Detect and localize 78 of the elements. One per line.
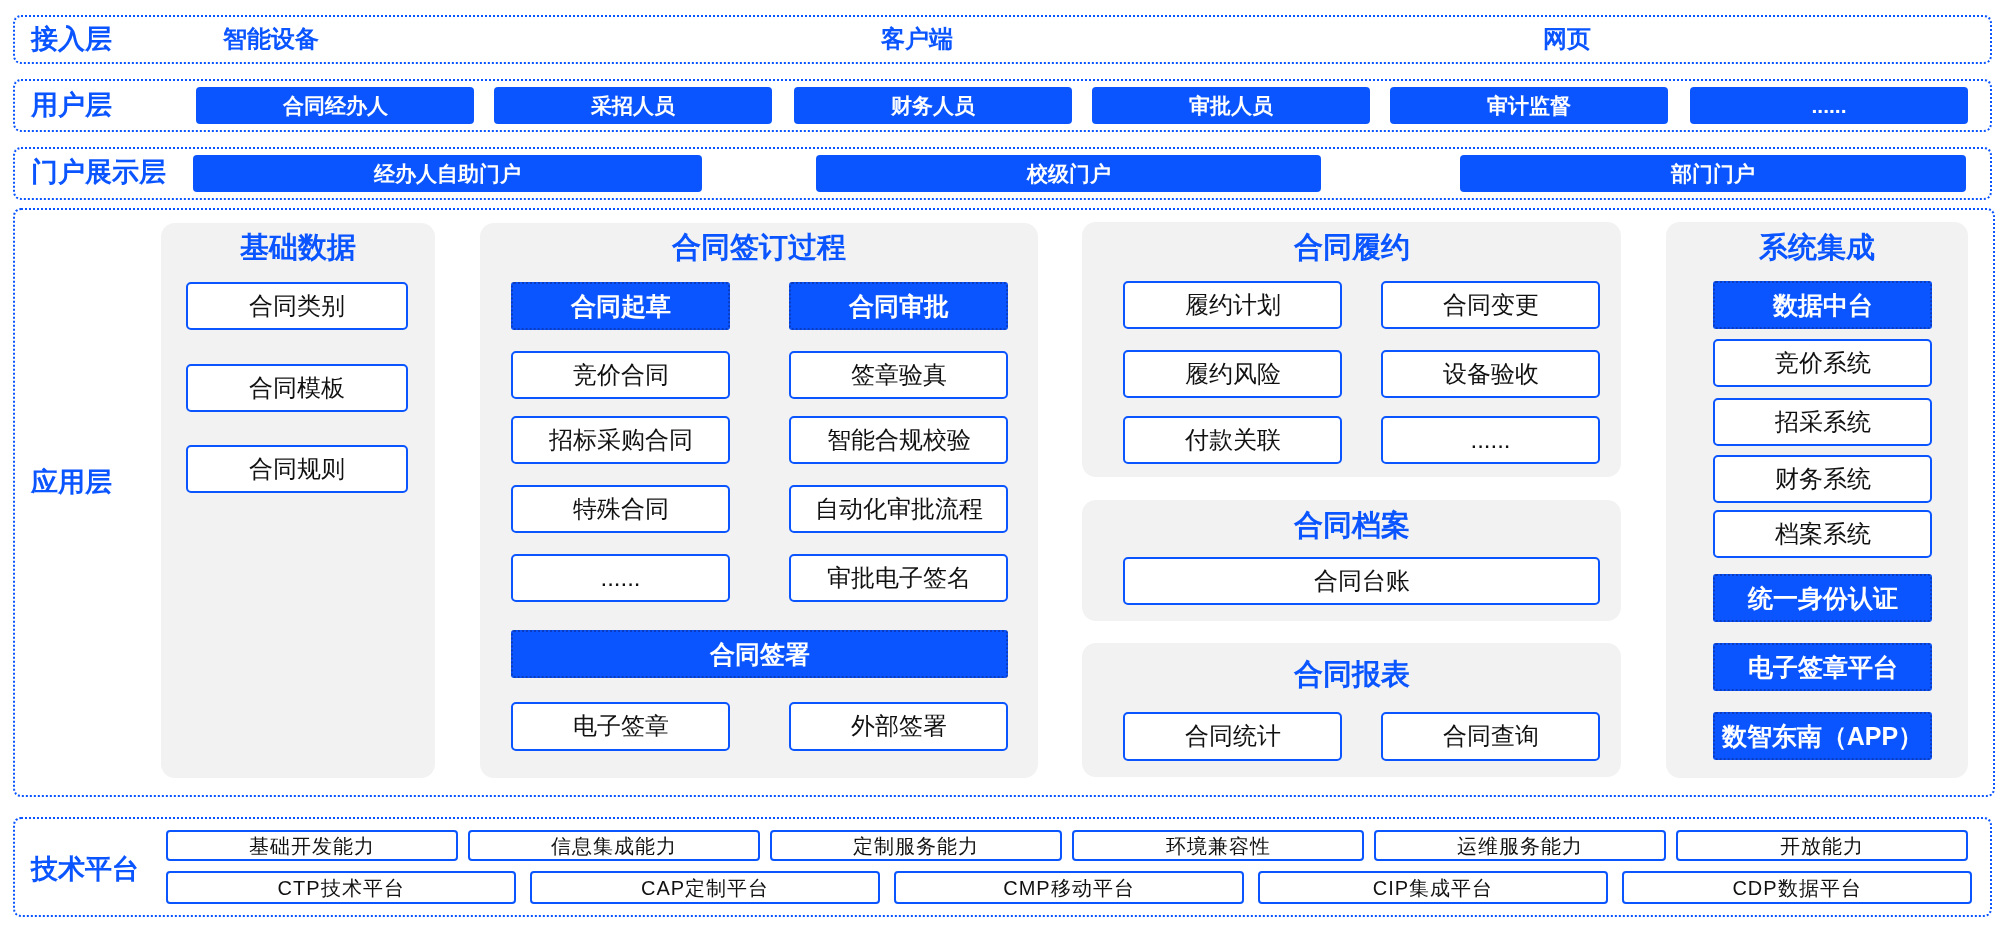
platform-box: CTP技术平台	[166, 871, 516, 904]
function-box: ......	[511, 554, 730, 602]
group-title: 合同档案	[1293, 507, 1410, 543]
function-box: 电子签章	[511, 702, 730, 751]
role-box: 财务人员	[794, 87, 1072, 124]
platform-box: CIP集成平台	[1258, 871, 1608, 904]
function-box: 设备验收	[1381, 350, 1600, 398]
layer-title: 用户层	[31, 88, 112, 122]
portal-box: 部门门户	[1460, 155, 1966, 192]
function-box: 签章验真	[789, 351, 1008, 399]
portal-box: 校级门户	[816, 155, 1321, 192]
module-header-box: 合同审批	[789, 282, 1008, 330]
capability-box: 定制服务能力	[770, 830, 1062, 861]
category-label: 网页	[1543, 24, 1591, 54]
group-panel	[1082, 643, 1621, 777]
group-panel	[161, 223, 435, 778]
group-panel	[1082, 500, 1621, 621]
category-label: 客户端	[881, 24, 953, 54]
function-box: 特殊合同	[511, 485, 730, 533]
group-title: 合同报表	[1293, 656, 1410, 692]
function-box: 自动化审批流程	[789, 485, 1008, 533]
platform-box: CMP移动平台	[894, 871, 1244, 904]
function-box: 档案系统	[1713, 510, 1932, 558]
capability-box: 运维服务能力	[1374, 830, 1666, 861]
function-box: 招标采购合同	[511, 416, 730, 464]
role-box: 采招人员	[494, 87, 772, 124]
group-panel	[480, 223, 1038, 778]
layer-title: 技术平台	[31, 852, 139, 886]
group-title: 系统集成	[1759, 229, 1875, 265]
layer-band	[13, 817, 1992, 917]
function-box: 合同台账	[1123, 557, 1600, 605]
function-box: 履约风险	[1123, 350, 1342, 398]
function-box: 智能合规校验	[789, 416, 1008, 464]
module-header-box: 合同起草	[511, 282, 730, 330]
platform-box: CDP数据平台	[1622, 871, 1972, 904]
group-panel	[1666, 222, 1968, 778]
function-box: ......	[1381, 416, 1600, 464]
capability-box: 开放能力	[1676, 830, 1968, 861]
module-header-box: 统一身份认证	[1713, 574, 1932, 622]
function-box: 合同类别	[186, 282, 408, 330]
group-title: 基础数据	[240, 229, 356, 265]
capability-box: 信息集成能力	[468, 830, 760, 861]
layer-band	[13, 79, 1992, 132]
function-box: 付款关联	[1123, 416, 1342, 464]
layer-title: 门户展示层	[31, 155, 166, 189]
function-box: 合同模板	[186, 364, 408, 412]
capability-box: 基础开发能力	[166, 830, 458, 861]
module-header-box: 数据中台	[1713, 281, 1932, 329]
layer-band	[13, 208, 1995, 797]
function-box: 合同变更	[1381, 281, 1600, 329]
function-box: 合同规则	[186, 445, 408, 493]
portal-box: 经办人自助门户	[193, 155, 702, 192]
function-box: 财务系统	[1713, 455, 1932, 503]
function-box: 合同查询	[1381, 712, 1600, 761]
group-title: 合同履约	[1293, 229, 1410, 265]
platform-box: CAP定制平台	[530, 871, 880, 904]
capability-box: 环境兼容性	[1072, 830, 1364, 861]
layer-band	[13, 147, 1992, 200]
role-box: 合同经办人	[196, 87, 474, 124]
function-box: 合同统计	[1123, 712, 1342, 761]
category-label: 智能设备	[223, 24, 319, 54]
layer-title: 接入层	[31, 22, 112, 56]
function-box: 竞价系统	[1713, 339, 1932, 387]
module-header-box: 合同签署	[511, 630, 1008, 678]
function-box: 招采系统	[1713, 398, 1932, 446]
function-box: 竞价合同	[511, 351, 730, 399]
group-title: 合同签订过程	[672, 229, 846, 265]
module-header-box: 数智东南（APP）	[1713, 712, 1932, 760]
role-box: 审计监督	[1390, 87, 1668, 124]
module-header-box: 电子签章平台	[1713, 643, 1932, 691]
layer-title: 应用层	[31, 465, 112, 499]
function-box: 外部签署	[789, 702, 1008, 751]
role-box: 审批人员	[1092, 87, 1370, 124]
role-box: ......	[1690, 87, 1968, 124]
function-box: 履约计划	[1123, 281, 1342, 329]
layer-band	[13, 15, 1992, 64]
group-panel	[1082, 222, 1621, 477]
function-box: 审批电子签名	[789, 554, 1008, 602]
